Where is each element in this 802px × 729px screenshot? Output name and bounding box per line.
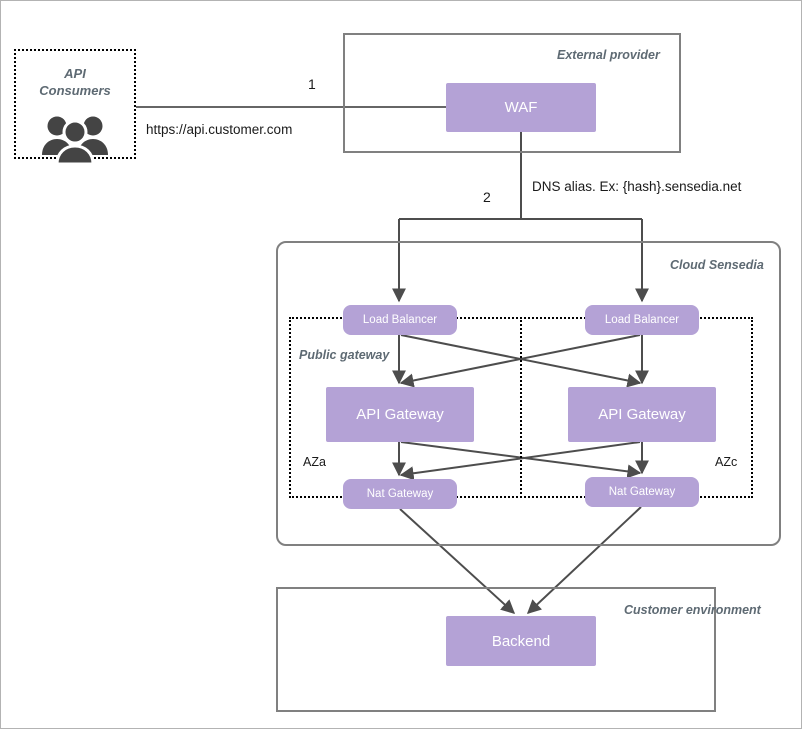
node-load-balancer-left[interactable]: Load Balancer: [343, 305, 457, 335]
node-api-gateway-left[interactable]: API Gateway: [326, 387, 474, 442]
public-gateway-label: Public gateway: [299, 348, 390, 362]
availability-zone-divider: [520, 317, 522, 498]
api-consumers-title: API Consumers: [39, 66, 111, 98]
node-load-balancer-right[interactable]: Load Balancer: [585, 305, 699, 335]
node-nat-gateway-right[interactable]: Nat Gateway: [585, 477, 699, 507]
node-backend[interactable]: Backend: [446, 616, 596, 666]
cloud-sensedia-group: [276, 241, 781, 546]
external-provider-group: [343, 33, 681, 153]
node-nat-gateway-left[interactable]: Nat Gateway: [343, 479, 457, 509]
zone-label-aza: AZa: [303, 455, 326, 469]
cloud-sensedia-label: Cloud Sensedia: [670, 258, 764, 272]
step-number-1: 1: [308, 76, 316, 92]
api-consumers-group: API Consumers: [14, 49, 136, 166]
step-number-2: 2: [483, 189, 491, 205]
zone-label-azc: AZc: [715, 455, 738, 469]
dns-alias-label: DNS alias. Ex: {hash}.sensedia.net: [532, 179, 742, 194]
consumer-url-label: https://api.customer.com: [146, 122, 293, 137]
customer-environment-label: Customer environment: [624, 603, 761, 617]
node-api-gateway-right[interactable]: API Gateway: [568, 387, 716, 442]
node-waf[interactable]: WAF: [446, 83, 596, 132]
customer-environment-group: [276, 587, 716, 712]
external-provider-label: External provider: [557, 48, 660, 62]
users-group-icon: [40, 111, 110, 172]
